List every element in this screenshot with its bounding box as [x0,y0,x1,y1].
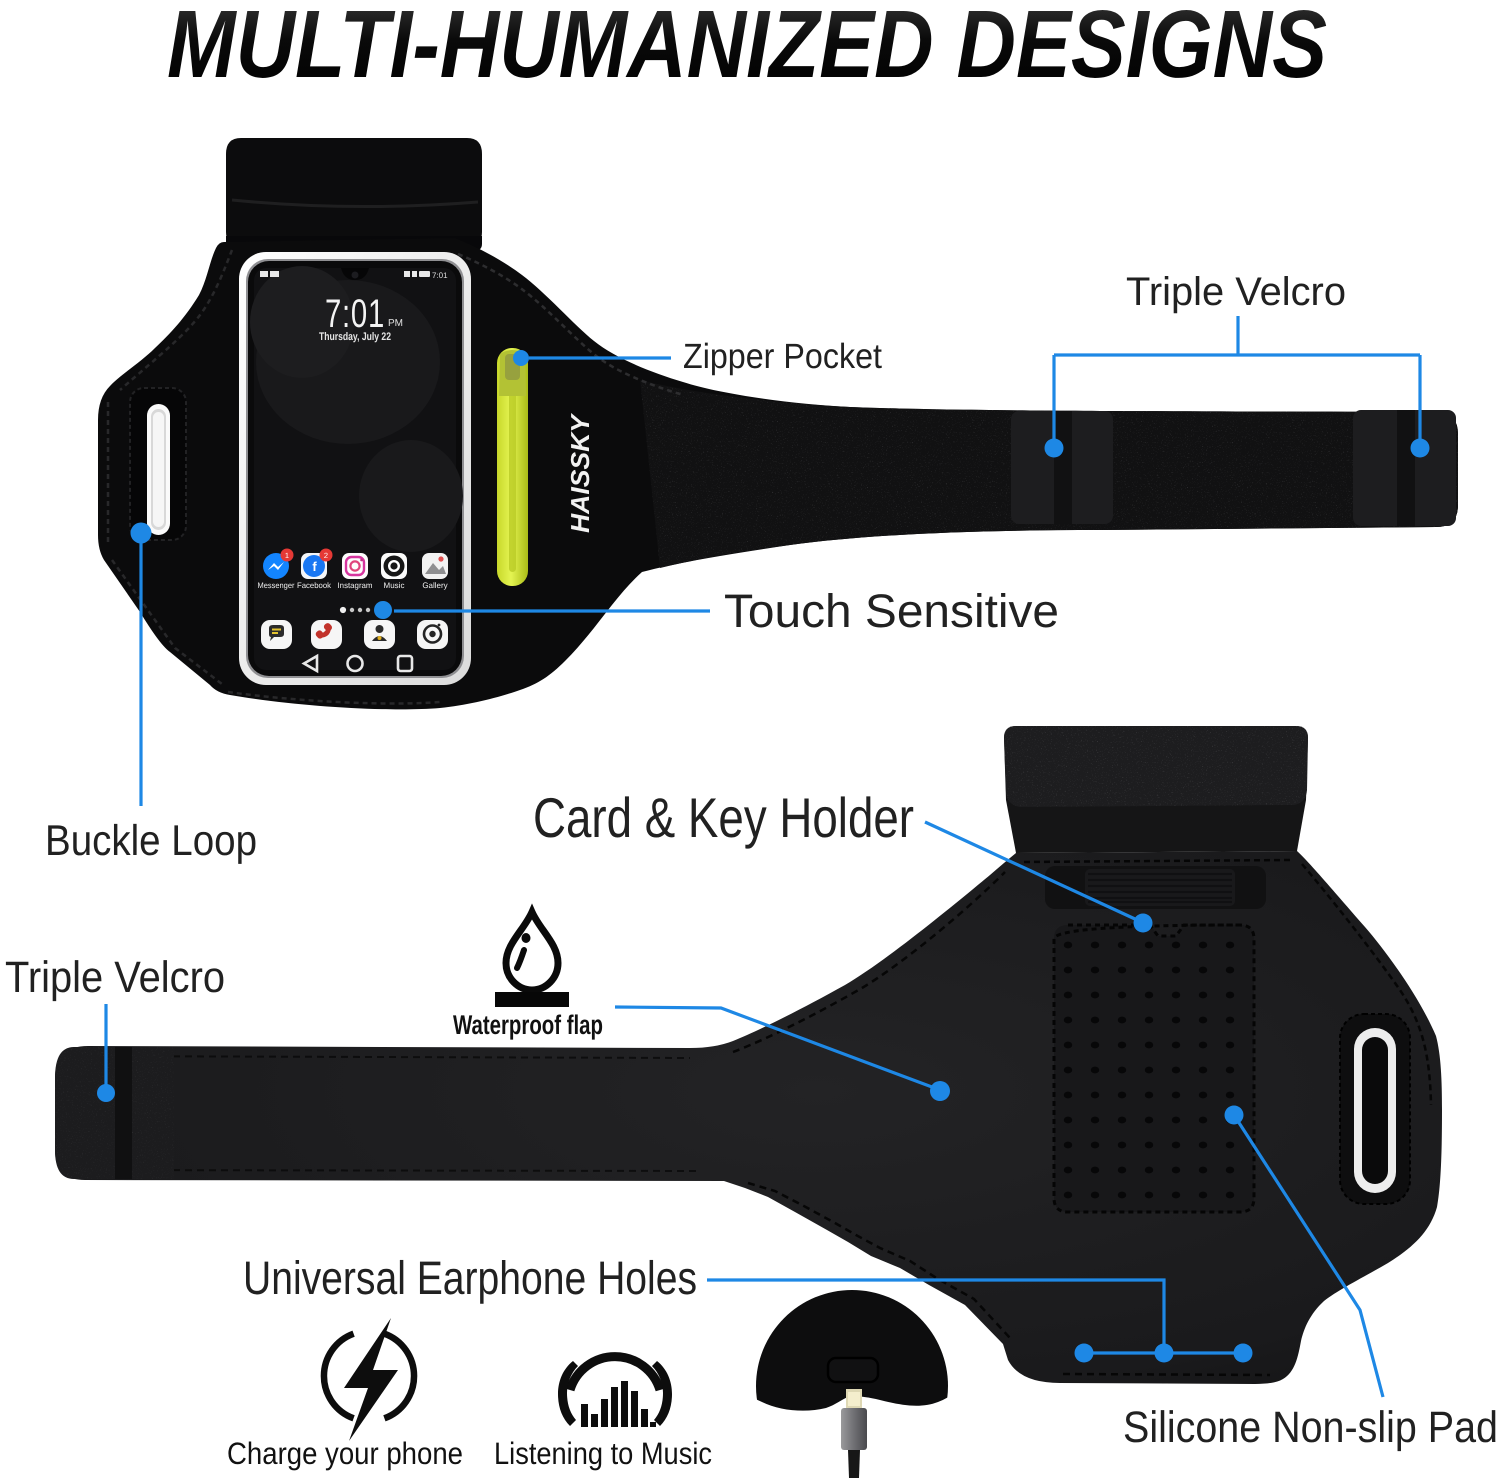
svg-text:f: f [312,559,317,574]
svg-text:Triple Velcro: Triple Velcro [1126,270,1346,314]
svg-text:Triple Velcro: Triple Velcro [5,953,225,1002]
svg-text:Zipper Pocket: Zipper Pocket [683,337,882,376]
svg-text:Instagram: Instagram [338,581,373,590]
svg-text:2: 2 [324,551,328,560]
svg-text:Listening to Music: Listening to Music [494,1436,712,1471]
svg-text:Gallery: Gallery [422,581,447,590]
svg-text:7:01: 7:01 [432,271,448,280]
svg-text:MULTI-HUMANIZED DESIGNS: MULTI-HUMANIZED DESIGNS [167,0,1327,98]
svg-text:1: 1 [285,551,289,560]
svg-text:Buckle Loop: Buckle Loop [45,817,257,865]
svg-text:HAISSKY: HAISSKY [565,412,595,533]
svg-text:Silicone Non-slip Pad: Silicone Non-slip Pad [1123,1403,1498,1452]
svg-text:PM: PM [388,318,403,329]
svg-text:Touch Sensitive: Touch Sensitive [724,584,1059,637]
svg-text:Card & Key Holder: Card & Key Holder [533,786,914,849]
svg-text:7:01: 7:01 [325,292,385,336]
svg-text:Facebook: Facebook [297,581,332,590]
svg-text:Thursday, July 22: Thursday, July 22 [319,331,391,343]
svg-text:Music: Music [384,581,405,590]
svg-text:Universal Earphone Holes: Universal Earphone Holes [243,1251,697,1304]
svg-text:Messenger: Messenger [258,581,295,590]
svg-text:Waterproof flap: Waterproof flap [453,1010,603,1040]
svg-text:Charge your phone: Charge your phone [227,1436,463,1471]
